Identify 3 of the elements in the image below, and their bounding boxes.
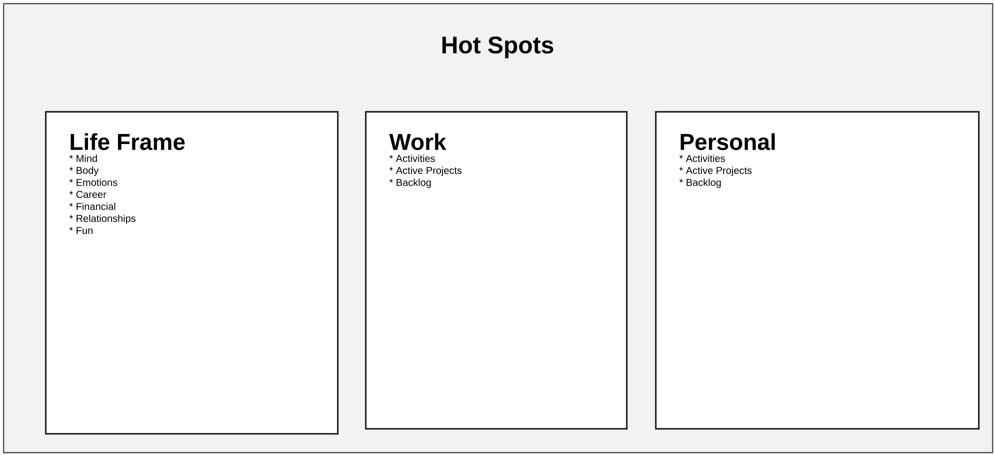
- content-box: Life Frame * Mind * Body * Emotions * Career * Financial * Relationships * Fun: [45, 111, 339, 435]
- content-box: Personal * Activities * Active Projects * Backlog: [655, 111, 980, 430]
- content-box: Work * Activities * Active Projects * Backlog: [365, 111, 628, 430]
